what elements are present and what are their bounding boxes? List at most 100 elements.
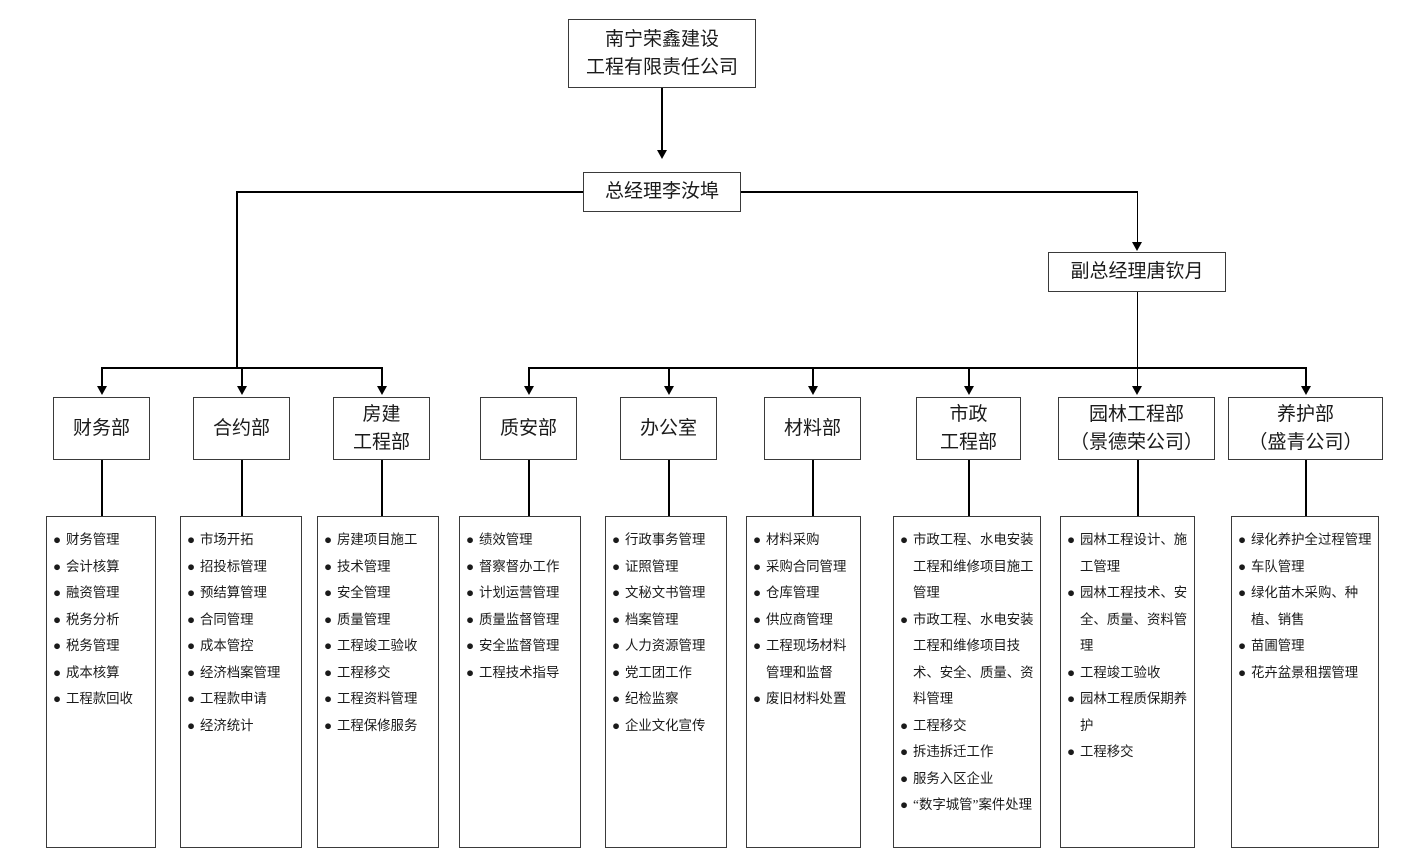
duties-list-quality-safety: ●绩效管理●督察督办工作●计划运营管理●质量监督管理●安全监督管理●工程技术指导 [466, 527, 574, 686]
bullet-icon: ● [1238, 532, 1247, 547]
duty-label: 工程竣工验收 [337, 638, 418, 654]
duty-label: 党工团工作 [625, 664, 692, 680]
connector-gm-bus-right [741, 191, 1138, 193]
bullet-icon: ● [324, 638, 333, 654]
duty-item: ●废旧材料处置 [753, 686, 854, 713]
duty-label: 市政工程、水电安装工程和维修项目施工管理 [913, 532, 1034, 601]
duty-item: ●财务管理 [53, 527, 149, 554]
bullet-icon: ● [753, 558, 762, 574]
stem-quality [528, 460, 531, 516]
duty-item: ●工程资料管理 [324, 686, 432, 713]
connector-vgm-drop [1136, 292, 1139, 368]
bullet-icon: ● [612, 611, 621, 627]
duty-label: 财务管理 [66, 532, 120, 547]
duties-panel-contract: ●市场开拓●招投标管理●预结算管理●合同管理●成本管控●经济档案管理●工程款申请… [180, 516, 302, 848]
duty-item: ●质量监督管理 [466, 607, 574, 634]
connector-bus-left-to-finance [101, 367, 103, 388]
bullet-icon: ● [1238, 558, 1247, 574]
duties-panel-quality-safety: ●绩效管理●督察督办工作●计划运营管理●质量监督管理●安全监督管理●工程技术指导 [459, 516, 581, 848]
org-node-dept-landscape-engineering: 园林工程部 （景德荣公司） [1058, 397, 1215, 460]
bullet-icon: ● [1067, 585, 1076, 601]
bullet-icon: ● [900, 770, 909, 786]
duty-label: 质量管理 [337, 611, 391, 627]
vice-general-manager-label: 副总经理唐钦月 [1070, 261, 1204, 283]
bullet-icon: ● [1067, 532, 1076, 547]
duty-label: 绿化苗木采购、种植、销售 [1251, 585, 1359, 627]
duty-label: 工程保修服务 [337, 717, 418, 733]
bullet-icon: ● [187, 691, 196, 707]
org-node-company: 南宁荣鑫建设 工程有限责任公司 [568, 19, 756, 88]
arrow-bus-left-to-finance [96, 386, 107, 395]
duty-item: ●市政工程、水电安装工程和维修项目施工管理 [900, 527, 1034, 607]
duty-item: ●融资管理 [53, 580, 149, 607]
arrow-bus-right-to-quality [523, 386, 534, 395]
duties-panel-landscape-engineering: ●园林工程设计、施工管理●园林工程技术、安全、质量、资料管理●工程竣工验收●园林… [1060, 516, 1195, 848]
duty-item: ●车队管理 [1238, 554, 1372, 581]
duty-label: 园林工程技术、安全、质量、资料管理 [1080, 585, 1188, 654]
bullet-icon: ● [187, 532, 196, 547]
duty-item: ●拆违拆迁工作 [900, 739, 1034, 766]
bullet-icon: ● [466, 585, 475, 601]
duty-item: ●税务管理 [53, 633, 149, 660]
duty-item: ●质量管理 [324, 607, 432, 634]
duty-item: ●税务分析 [53, 607, 149, 634]
bullet-icon: ● [753, 611, 762, 627]
duty-label: 拆违拆迁工作 [913, 744, 994, 760]
bullet-icon: ● [324, 611, 333, 627]
duties-list-office: ●行政事务管理●证照管理●文秘文书管理●档案管理●人力资源管理●党工团工作●纪检… [612, 527, 720, 739]
duties-list-municipal-engineering: ●市政工程、水电安装工程和维修项目施工管理●市政工程、水电安装工程和维修项目技术… [900, 527, 1034, 819]
duty-item: ●经济档案管理 [187, 660, 295, 687]
duty-label: 计划运营管理 [479, 585, 560, 601]
duties-list-materials: ●材料采购●采购合同管理●仓库管理●供应商管理●工程现场材料管理和监督●废旧材料… [753, 527, 854, 713]
duty-label: 绿化养护全过程管理 [1251, 532, 1372, 547]
bullet-icon: ● [612, 585, 621, 601]
duty-item: ●市政工程、水电安装工程和维修项目技术、安全、质量、资料管理 [900, 607, 1034, 713]
bullet-icon: ● [324, 717, 333, 733]
stem-landscape [1136, 460, 1139, 516]
duty-item: ●房建项目施工 [324, 527, 432, 554]
bullet-icon: ● [753, 532, 762, 547]
bullet-icon: ● [1238, 638, 1247, 654]
stem-finance [101, 460, 104, 516]
bullet-icon: ● [900, 717, 909, 733]
stem-contract [241, 460, 244, 516]
connector-gm-to-vgm [1136, 191, 1139, 244]
duty-item: ●苗圃管理 [1238, 633, 1372, 660]
duty-label: 苗圃管理 [1251, 638, 1305, 654]
duty-label: 车队管理 [1251, 558, 1305, 574]
dept-label-maintenance: 养护部 （盛青公司） [1248, 403, 1363, 453]
duty-label: 工程竣工验收 [1080, 664, 1161, 680]
duty-label: 材料采购 [766, 532, 820, 547]
connector-dept-bus-right [528, 367, 1306, 369]
bullet-icon: ● [53, 664, 62, 680]
company-label: 南宁荣鑫建设 工程有限责任公司 [585, 28, 738, 78]
duty-label: 工程移交 [1080, 744, 1134, 760]
org-node-dept-contract: 合约部 [193, 397, 290, 460]
bullet-icon: ● [324, 664, 333, 680]
bullet-icon: ● [900, 744, 909, 760]
bullet-icon: ● [53, 691, 62, 707]
duty-label: 工程资料管理 [337, 691, 418, 707]
duty-label: 行政事务管理 [625, 532, 706, 547]
duties-panel-finance: ●财务管理●会计核算●融资管理●税务分析●税务管理●成本核算●工程款回收 [46, 516, 156, 848]
bullet-icon: ● [1067, 744, 1076, 760]
duty-item: ●工程竣工验收 [324, 633, 432, 660]
connector-company-to-gm [661, 88, 663, 152]
bullet-icon: ● [53, 611, 62, 627]
connector-bus-right-to-municipal [968, 367, 970, 388]
connector-bus-left-to-contract [241, 367, 243, 388]
duty-item: ●技术管理 [324, 554, 432, 581]
duty-label: 档案管理 [625, 611, 679, 627]
duty-item: ●花卉盆景租摆管理 [1238, 660, 1372, 687]
duties-panel-office: ●行政事务管理●证照管理●文秘文书管理●档案管理●人力资源管理●党工团工作●纪检… [605, 516, 727, 848]
connector-gm-left-drop [236, 191, 238, 368]
arrow-bus-left-to-contract [236, 386, 247, 395]
duty-label: 绩效管理 [479, 532, 533, 547]
bullet-icon: ● [753, 638, 762, 654]
duty-item: ●企业文化宣传 [612, 713, 720, 740]
duty-item: ●市场开拓 [187, 527, 295, 554]
bullet-icon: ● [466, 532, 475, 547]
duty-label: 人力资源管理 [625, 638, 706, 654]
bullet-icon: ● [753, 691, 762, 707]
